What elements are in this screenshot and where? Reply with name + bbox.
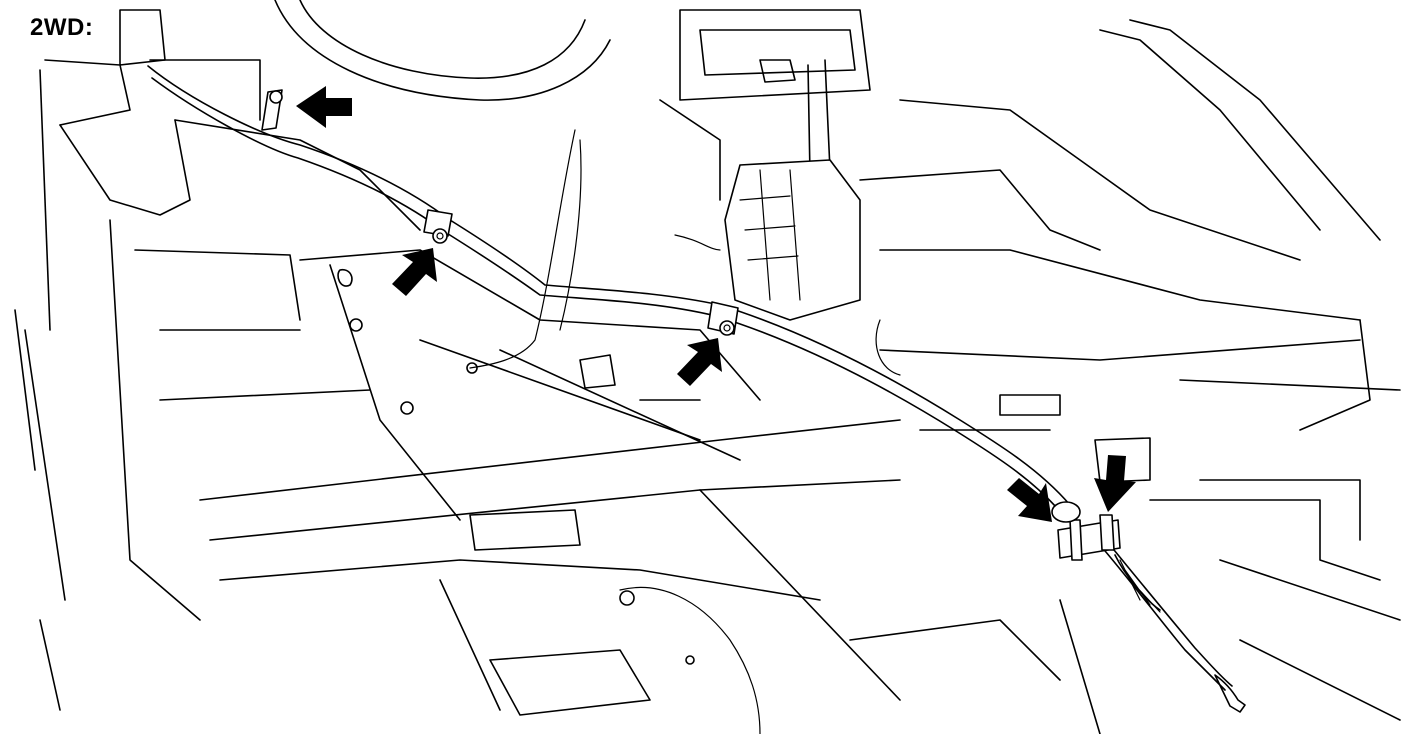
cable-clamp-3 (707, 301, 739, 336)
cable-bracket (1051, 437, 1151, 561)
diagram-label: 2WD: (30, 14, 94, 41)
arrow-icon (677, 338, 722, 386)
cable-clamp-1 (261, 89, 283, 131)
arrow-icon (1007, 478, 1052, 522)
right-floor-structure (879, 19, 1401, 734)
parking-brake-cable (147, 65, 1246, 713)
floor-tunnel (199, 249, 1061, 716)
arrow-icon (1094, 455, 1136, 512)
harness-wires (469, 129, 901, 734)
cable-clamp-2 (423, 209, 453, 244)
arrow-icon (296, 86, 352, 128)
steering-wheel (274, 0, 611, 101)
center-console (659, 9, 1101, 321)
left-dash-structure (14, 9, 421, 711)
arrow-icon (392, 248, 437, 296)
